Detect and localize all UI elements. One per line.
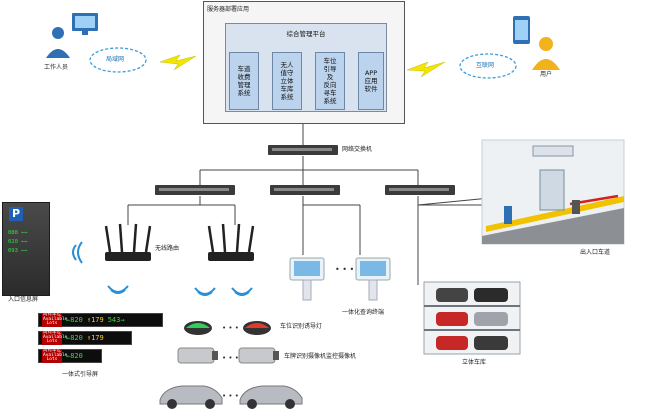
platform-title: 综合管理平台 [286, 30, 326, 38]
led-tag: 尚有车位 Available Lots [42, 347, 68, 364]
management-platform: 综合管理平台 车道 收费 管理 系统 无人 值守 立体 车库 系统 车位 引导 … [225, 23, 387, 112]
router-right-icon [207, 223, 255, 261]
lightning-left-icon [159, 54, 197, 71]
label-entrance-screen: 入口信息屏 [8, 296, 39, 303]
module-app: APP 应用 软件 [358, 52, 384, 110]
user-person-icon [532, 37, 560, 70]
label-internet: 互联网 [476, 62, 495, 69]
router-left-icon [104, 223, 152, 261]
car-icon [159, 385, 303, 409]
label-query-machine: 一体化查询终端 [342, 309, 385, 316]
server-title: 服务器部署应用 [207, 6, 250, 13]
lan-cloud [89, 47, 147, 73]
kiosk-right-icon [355, 257, 391, 301]
label-network-switch: 网络交换机 [342, 146, 373, 153]
module-space-guidance: 车位 引导 及 反向 寻车 系统 [315, 52, 345, 110]
label-lane: 出入口车道 [580, 249, 611, 256]
led-right-count: 543→ [107, 316, 125, 324]
label-stereo-garage: 立体车库 [462, 359, 487, 366]
entrance-row: 093 ←← [8, 248, 28, 254]
internet-cloud [459, 53, 517, 79]
led-guide-row: 尚有车位 Available Lots ←820 [38, 347, 102, 364]
camera-icon [177, 347, 279, 364]
led-left-count: ←820 [66, 334, 83, 342]
core-switch-icon [268, 145, 338, 155]
switch-middle-icon [270, 185, 340, 195]
parking-p-icon: P [9, 207, 23, 221]
led-mid-count: ↑179 [86, 316, 104, 324]
led-guide-row: 尚有车位 Available Lots ←820 ↑179 [38, 329, 132, 346]
label-user: 用户 [540, 71, 553, 78]
label-space-light: 车位识别诱导灯 [280, 323, 323, 330]
kiosk-left-icon [289, 257, 325, 301]
switch-right-icon [385, 185, 455, 195]
label-lan: 局域网 [106, 56, 125, 63]
led-left-count: ←820 [66, 352, 83, 360]
staff-person-icon [46, 27, 70, 58]
module-lane-charging: 车道 收费 管理 系统 [229, 52, 259, 110]
smartphone-icon [513, 16, 530, 44]
wifi-signal-icon [72, 241, 253, 296]
led-guide-row: 尚有车位 Available Lots ←820 ↑179 543→ [38, 311, 163, 328]
led-left-count: ←820 [66, 316, 83, 324]
lane-gate-illustration [481, 139, 625, 245]
stereo-garage-illustration [423, 281, 521, 355]
module-garage: 无人 值守 立体 车库 系统 [272, 52, 302, 110]
svg-text:• • •: • • • [335, 265, 354, 274]
svg-text:• • •: • • • [222, 354, 239, 362]
led-tag: 尚有车位 Available Lots [42, 329, 68, 346]
label-wireless-router: 无线路由 [155, 245, 180, 252]
label-camera: 车牌识别摄像机监控摄像机 [284, 353, 357, 360]
switch-left-icon [155, 185, 235, 195]
led-tag: 尚有车位 Available Lots [42, 311, 68, 328]
entrance-row: 088 ←← [8, 230, 28, 236]
computer-monitor-icon [72, 13, 98, 35]
svg-text:• • •: • • • [222, 324, 239, 332]
svg-text:• • •: • • • [222, 392, 239, 400]
label-led-screen: 一体式引导屏 [62, 371, 99, 378]
led-mid-count: ↑179 [86, 334, 104, 342]
entrance-info-screen: P 088 ←← 020 ←← 093 ←← [2, 202, 50, 296]
entrance-row: 020 ←← [8, 239, 28, 245]
server-deployment-frame: 服务器部署应用 综合管理平台 车道 收费 管理 系统 无人 值守 立体 车库 系… [203, 1, 405, 124]
lightning-right-icon [406, 61, 446, 78]
label-staff: 工作人员 [44, 64, 69, 71]
space-light-icon [184, 321, 271, 335]
